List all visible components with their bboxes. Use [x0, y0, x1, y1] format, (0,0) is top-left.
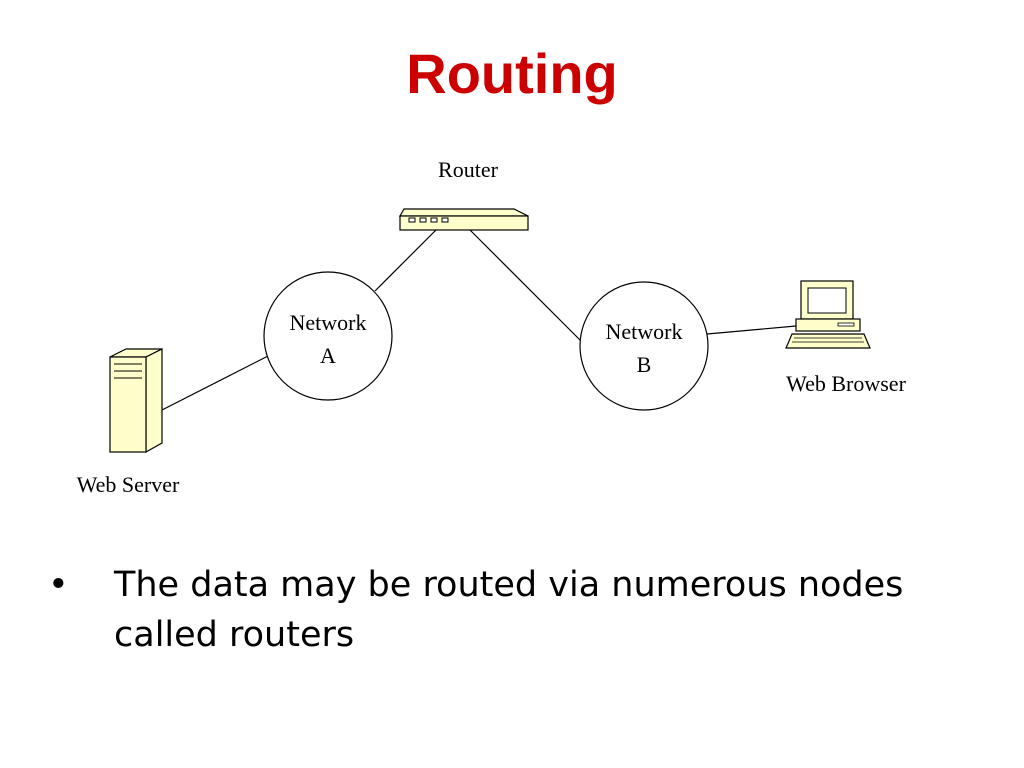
network-b-node: [579, 281, 709, 411]
link-server-network-a: [161, 355, 269, 411]
server-side: [145, 348, 163, 454]
server-front: [109, 356, 147, 453]
router-port: [441, 217, 449, 223]
server-icon: [109, 348, 163, 454]
router-body: [399, 215, 529, 231]
link-network-a-router: [374, 229, 437, 292]
system-unit: [795, 318, 861, 332]
keyboard: [785, 333, 871, 349]
network-b-label-line2: B: [637, 352, 652, 377]
router-top: [398, 208, 529, 217]
web-server-label: Web Server: [77, 472, 180, 497]
router-port: [419, 217, 427, 223]
drive-slot: [837, 322, 855, 327]
router-label: Router: [438, 157, 499, 182]
network-a-label-line1: Network: [290, 310, 367, 335]
link-network-b-browser: [706, 325, 797, 335]
bullet-marker: •: [48, 565, 69, 605]
web-browser-label: Web Browser: [786, 371, 906, 396]
network-a-label-line2: A: [320, 343, 336, 368]
bullet-text: The data may be routed via numerous node…: [114, 565, 904, 655]
network-a-node: [263, 271, 393, 401]
link-router-network-b: [469, 229, 583, 343]
router-icon: [398, 208, 529, 231]
network-b-label-line1: Network: [606, 319, 683, 344]
computer-icon: [785, 280, 871, 349]
monitor-screen: [807, 287, 847, 314]
router-port: [430, 217, 438, 223]
router-port: [408, 217, 416, 223]
slide-title: Routing: [406, 42, 618, 105]
